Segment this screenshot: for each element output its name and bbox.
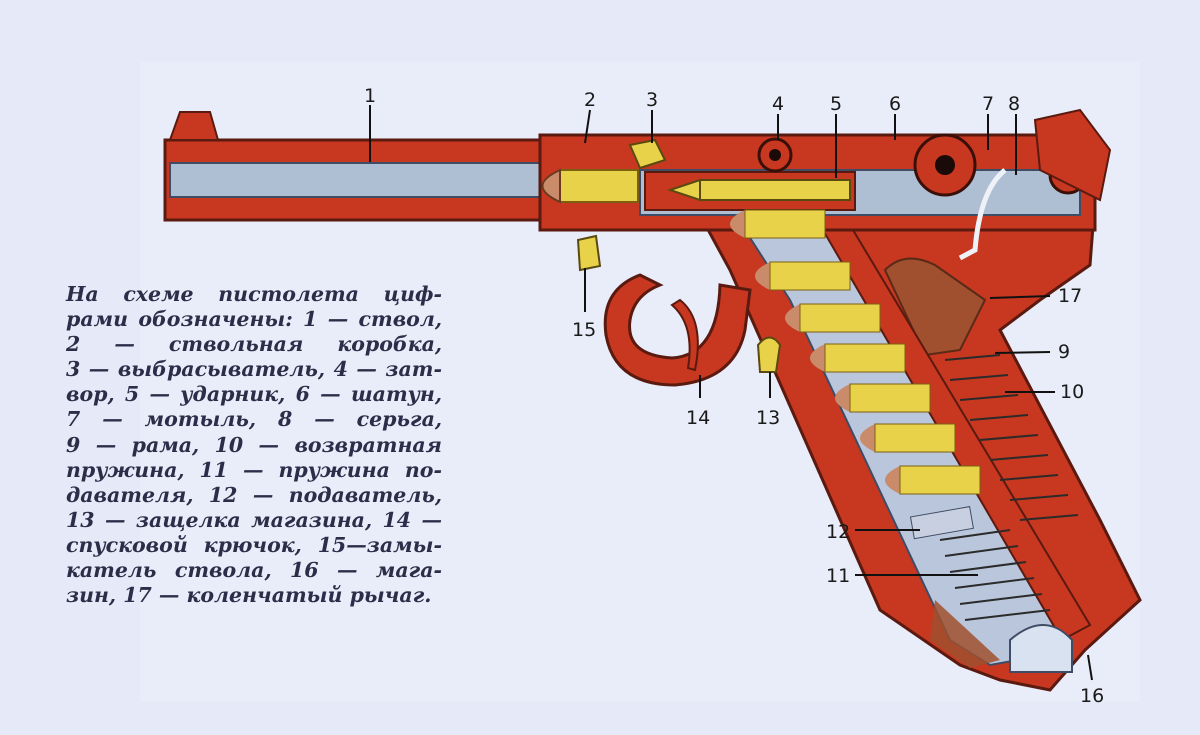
label-2: 2 bbox=[584, 89, 596, 111]
label-9: 9 bbox=[1058, 341, 1070, 363]
caption-line: давателя, 12 — подаватель, bbox=[66, 482, 442, 507]
coupling-link bbox=[958, 168, 1007, 261]
label-15: 15 bbox=[572, 319, 596, 341]
caption-line: 3 — выбрасыватель, 4 — зат- bbox=[66, 357, 442, 382]
label-12: 12 bbox=[826, 521, 850, 543]
caption-line: На схеме пистолета циф- bbox=[66, 282, 442, 306]
caption-line: спусковой крючок, 15—замы- bbox=[66, 532, 442, 557]
magazine-base bbox=[1009, 624, 1073, 673]
label-17: 17 bbox=[1058, 285, 1082, 307]
caption-line: 7 — мотыль, 8 — серьга, bbox=[66, 407, 442, 432]
diagram-caption: На схеме пистолета циф- рами обозначены:… bbox=[66, 282, 442, 608]
wood-grip bbox=[883, 257, 987, 357]
toggle-knob bbox=[1033, 108, 1112, 202]
magazine-catch bbox=[756, 336, 782, 373]
wood-grip-lower bbox=[930, 600, 1000, 668]
front-sight bbox=[168, 111, 220, 141]
trigger bbox=[670, 298, 699, 372]
caption-line: 9 — рама, 10 — возвратная bbox=[66, 432, 442, 457]
label-4: 4 bbox=[772, 93, 784, 115]
label-3: 3 bbox=[646, 89, 658, 111]
label-13: 13 bbox=[756, 407, 780, 429]
follower-spring bbox=[939, 529, 1051, 621]
firing-pin bbox=[666, 178, 701, 202]
caption-line: зин, 17 — коленчатый рычаг. bbox=[66, 583, 432, 608]
label-14: 14 bbox=[686, 407, 710, 429]
trigger-guard bbox=[603, 273, 752, 387]
label-11: 11 bbox=[826, 565, 850, 587]
caption-line: пружина, 11 — пружина по- bbox=[66, 457, 442, 482]
follower bbox=[909, 506, 975, 540]
barrel-lock bbox=[576, 234, 602, 272]
label-10: 10 bbox=[1060, 381, 1084, 403]
extractor bbox=[628, 138, 667, 170]
caption-line: 13 — защелка магазина, 14 — bbox=[66, 507, 442, 532]
caption-line: рами обозначены: 1 — ствол, bbox=[66, 307, 442, 332]
label-1: 1 bbox=[364, 85, 376, 107]
chambered-case bbox=[559, 169, 639, 203]
label-16: 16 bbox=[1080, 685, 1104, 707]
caption-line: 2 — ствольная коробка, bbox=[66, 332, 442, 357]
label-7: 7 bbox=[982, 93, 994, 115]
caption-line: вор, 5 — ударник, 6 — шатун, bbox=[66, 382, 442, 407]
label-6: 6 bbox=[889, 93, 901, 115]
magazine-cartridges bbox=[730, 209, 981, 495]
label-8: 8 bbox=[1008, 93, 1020, 115]
recoil-spring bbox=[944, 354, 1079, 521]
label-5: 5 bbox=[830, 93, 842, 115]
firing-pin-spring bbox=[699, 179, 851, 201]
chambered-bullet bbox=[541, 168, 561, 204]
caption-line: катель ствола, 16 — мага- bbox=[66, 558, 442, 583]
